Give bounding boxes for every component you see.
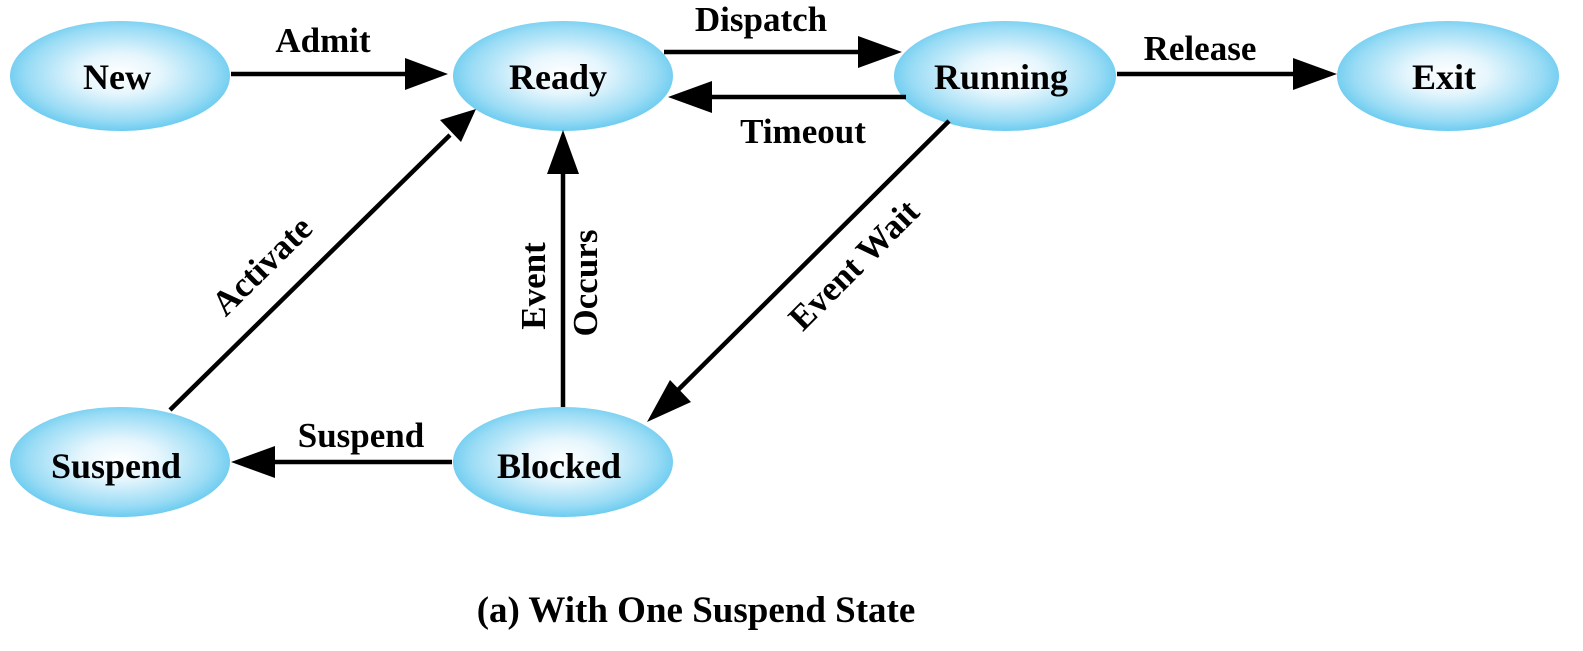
edge-admit-label: Admit [275, 21, 371, 60]
edge-dispatch [664, 36, 902, 68]
node-ready-label: Ready [509, 57, 607, 97]
node-new: New [10, 21, 230, 131]
edge-suspend-label: Suspend [298, 416, 425, 455]
edge-dispatch-label: Dispatch [695, 0, 827, 39]
edge-activate [168, 109, 476, 412]
edge-timeout-label: Timeout [740, 112, 866, 151]
node-exit: Exit [1337, 21, 1559, 131]
node-exit-label: Exit [1412, 57, 1476, 97]
edge-event-occurs [547, 130, 579, 407]
figure-caption: (a) With One Suspend State [477, 590, 916, 631]
edge-activate-label: Activate [204, 208, 320, 323]
edge-event-occurs-label-line2: Occurs [566, 230, 605, 337]
edge-release [1117, 58, 1337, 90]
node-new-label: New [83, 57, 151, 97]
node-suspend-label: Suspend [51, 446, 181, 486]
edge-event-occurs-label-line1: Event [514, 242, 553, 330]
node-suspend: Suspend [10, 407, 230, 517]
edge-release-label: Release [1144, 29, 1257, 68]
node-running-label: Running [934, 57, 1068, 97]
node-ready: Ready [453, 21, 673, 131]
edge-suspend [231, 446, 452, 478]
edge-event-wait [647, 119, 951, 422]
node-running: Running [894, 21, 1116, 131]
node-blocked-label: Blocked [497, 446, 621, 486]
edge-admit [231, 58, 448, 90]
edge-timeout [668, 81, 906, 113]
node-blocked: Blocked [453, 407, 673, 517]
